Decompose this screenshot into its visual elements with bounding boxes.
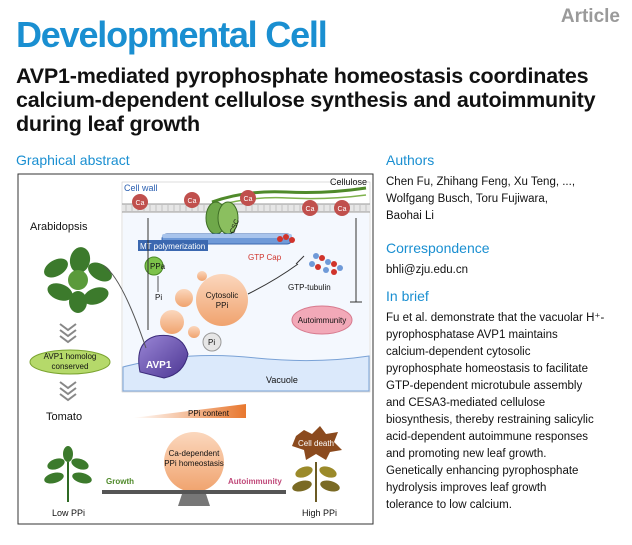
in-brief-line: and promoting new leaf growth. — [386, 448, 547, 460]
pi-label-top: Pi — [155, 293, 162, 302]
autoimmunity-label: Autoimmunity — [228, 477, 282, 486]
autoimmunity-blob-label: Autoimmunity — [298, 316, 346, 325]
gtp-tubulin-label: GTP-tubulin — [288, 283, 331, 292]
gtp-cap-label: GTP Cap — [248, 253, 282, 262]
csc-complex: CSC — [205, 201, 241, 235]
in-brief-line: calcium-dependent cytosolic — [386, 346, 531, 358]
svg-text:Ca: Ca — [136, 200, 145, 207]
authors-line: Wolfgang Busch, Toru Fujiwara, — [386, 193, 548, 205]
in-brief-line: GTP-dependent microtubule assembly — [386, 380, 583, 392]
svg-text:Cytosolic: Cytosolic — [206, 291, 238, 300]
in-brief-line: Genetically enhancing pyrophosphate — [386, 465, 579, 477]
ca-ppi-ball — [164, 432, 224, 492]
authors-section: Authors Chen Fu, Zhihang Feng, Xu Teng, … — [386, 152, 626, 225]
in-brief-line: pyrophosphatase AVP1 maintains — [386, 329, 558, 341]
in-brief-line: and CESA3-mediated cellulose — [386, 397, 546, 409]
svg-text:PPi homeostasis: PPi homeostasis — [164, 459, 224, 468]
cellulose-label: Cellulose — [330, 177, 367, 187]
in-brief-line: acid-dependent autoimmune responses — [386, 431, 589, 443]
calcium-ions: Ca Ca Ca Ca Ca — [132, 190, 350, 216]
arabidopsis-label: Arabidopsis — [30, 221, 88, 233]
low-ppi-plant — [44, 446, 92, 502]
in-brief-section: In brief Fu et al. demonstrate that the … — [386, 288, 626, 514]
svg-text:Ca-dependent: Ca-dependent — [169, 449, 220, 458]
cell-death-label: Cell death — [298, 439, 334, 448]
cell-death-burst — [292, 426, 342, 460]
in-brief-line: Fu et al. demonstrate that the vacuolar … — [386, 312, 605, 324]
ppa-ball — [144, 256, 164, 276]
article-title: AVP1-mediated pyrophosphate homeostasis … — [16, 64, 596, 136]
in-brief-line: pyrophosphate homeostasis to facilitate — [386, 363, 589, 375]
in-brief-text: Fu et al. demonstrate that the vacuolar … — [386, 310, 626, 514]
svg-text:AVP1 homolog: AVP1 homolog — [44, 352, 97, 361]
high-ppi-plant — [292, 462, 340, 502]
growth-label: Growth — [106, 477, 134, 486]
cell-wall-label: Cell wall — [124, 183, 158, 193]
mt-polymerization-label: MT polymerization — [140, 242, 205, 251]
svg-text:Ca: Ca — [188, 198, 197, 205]
seesaw-beam — [102, 490, 286, 494]
authors-heading: Authors — [386, 152, 435, 168]
chevrons-down-1 — [59, 323, 77, 344]
avp1-homolog-badge — [29, 349, 111, 375]
correspondence-heading: Correspondence — [386, 240, 490, 256]
gtp-tubulin-cluster — [309, 253, 343, 275]
in-brief-line: hydrolysis improves leaf growth — [386, 482, 547, 494]
correspondence-email[interactable]: bhli@zju.edu.cn — [386, 264, 468, 276]
ppi-content-wedge — [132, 404, 246, 418]
csc-label: CSC — [229, 218, 241, 234]
authors-line: Baohai Li — [386, 210, 434, 222]
avp1-protein — [138, 334, 189, 379]
authors-list: Chen Fu, Zhihang Feng, Xu Teng, ..., Wol… — [386, 174, 626, 225]
ppa-label: PPa — [150, 262, 166, 271]
graphical-abstract-figure: Vacuole Cellulose Cell wall Ca Ca Ca Ca … — [16, 172, 376, 528]
svg-text:PPi: PPi — [216, 301, 229, 310]
pi-label-bottom: Pi — [208, 338, 215, 347]
low-ppi-label: Low PPi — [52, 508, 85, 518]
graphical-abstract-heading: Graphical abstract — [16, 152, 130, 168]
ppi-content-label: PPi content — [188, 409, 230, 418]
microtubule — [161, 233, 295, 245]
journal-name: Developmental Cell — [16, 14, 328, 55]
svg-text:Ca: Ca — [244, 196, 253, 203]
vacuole-label: Vacuole — [266, 375, 298, 385]
cellulose-fiber — [211, 186, 367, 204]
authors-line: Chen Fu, Zhihang Feng, Xu Teng, ..., — [386, 176, 576, 188]
in-brief-line: tolerance to low calcium. — [386, 499, 512, 511]
cytosolic-ppi: Cytosolic PPi — [160, 271, 248, 338]
arabidopsis-plant — [44, 247, 112, 313]
svg-text:Ca: Ca — [306, 206, 315, 213]
autoimmunity-blob — [291, 305, 353, 335]
high-ppi-label: High PPi — [302, 508, 337, 518]
in-brief-heading: In brief — [386, 288, 429, 304]
tomato-label: Tomato — [46, 411, 82, 423]
correspondence-section: Correspondence bhli@zju.edu.cn — [386, 240, 626, 279]
svg-text:conserved: conserved — [52, 362, 89, 371]
chevrons-down-2 — [59, 381, 77, 402]
svg-text:Ca: Ca — [338, 206, 347, 213]
in-brief-line: biosynthesis, thereby restraining salicy… — [386, 414, 594, 426]
article-type-label: Article — [560, 6, 620, 27]
avp1-label: AVP1 — [146, 360, 172, 371]
seesaw-fulcrum — [178, 494, 210, 506]
